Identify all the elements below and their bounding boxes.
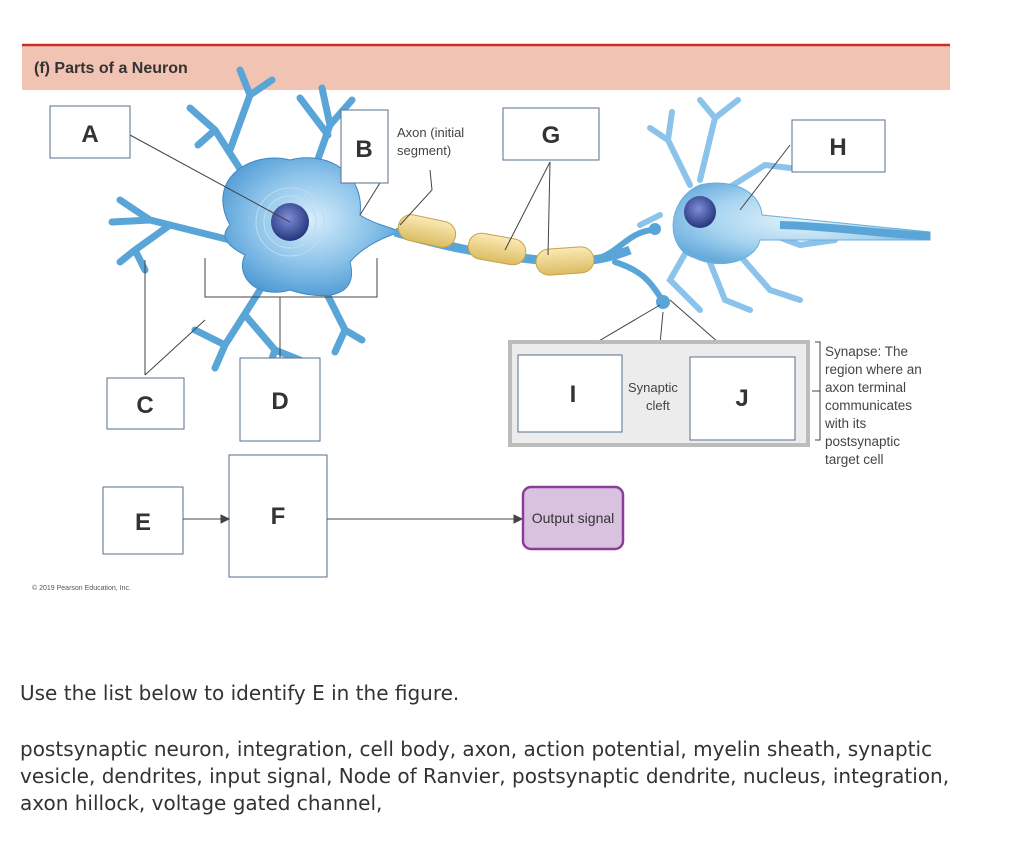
title-bar [22, 44, 950, 90]
postsynaptic-nucleus [684, 196, 716, 228]
label-e: E [135, 509, 151, 536]
svg-text:axon terminal: axon terminal [825, 380, 906, 395]
label-box-j[interactable] [689, 356, 796, 441]
axon-note-1: Axon (initial [397, 125, 464, 140]
copyright: © 2019 Pearson Education, Inc. [32, 584, 131, 592]
output-signal-box [521, 485, 625, 551]
output-signal-label: Output signal [532, 510, 615, 526]
word-list: postsynaptic neuron, integration, cell b… [20, 737, 950, 815]
label-box-b[interactable] [340, 109, 389, 184]
svg-text:communicates: communicates [825, 398, 912, 413]
neuron-diagram: (f) Parts of a Neuron [22, 43, 950, 592]
axon-note-2: segment) [397, 143, 451, 158]
label-c: C [136, 392, 153, 419]
figure-title: (f) Parts of a Neuron [34, 60, 188, 77]
label-h: H [829, 134, 846, 161]
svg-text:target cell: target cell [825, 452, 884, 467]
label-box-d[interactable] [239, 357, 321, 442]
synaptic-cleft-note-1: Synaptic [628, 380, 678, 395]
svg-text:with its: with its [824, 416, 867, 431]
label-f: F [271, 503, 286, 530]
synapse-note: Synapse: The region where an axon termin… [824, 344, 922, 467]
label-box-a[interactable] [49, 105, 131, 159]
label-a: A [81, 121, 98, 148]
label-box-i[interactable] [517, 354, 623, 433]
label-d: D [271, 388, 288, 415]
label-box-f[interactable] [228, 454, 328, 578]
synaptic-cleft-note-2: cleft [646, 398, 670, 413]
label-g: G [542, 122, 561, 149]
myelin-sheath [397, 214, 595, 276]
label-i: I [570, 381, 577, 408]
question-text: Use the list below to identify E in the … [20, 681, 460, 705]
svg-text:Synapse: The: Synapse: The [825, 344, 908, 359]
svg-text:region where an: region where an [825, 362, 922, 377]
presynaptic-neuron [108, 66, 402, 374]
postsynaptic-neuron [637, 97, 931, 313]
axon-terminal [597, 227, 665, 303]
svg-text:postsynaptic: postsynaptic [825, 434, 900, 449]
label-box-h[interactable] [791, 119, 886, 173]
label-b: B [355, 136, 372, 163]
label-box-e[interactable] [102, 486, 184, 555]
label-j: J [735, 385, 748, 412]
label-box-g[interactable] [502, 107, 600, 161]
label-box-c[interactable] [106, 377, 185, 430]
